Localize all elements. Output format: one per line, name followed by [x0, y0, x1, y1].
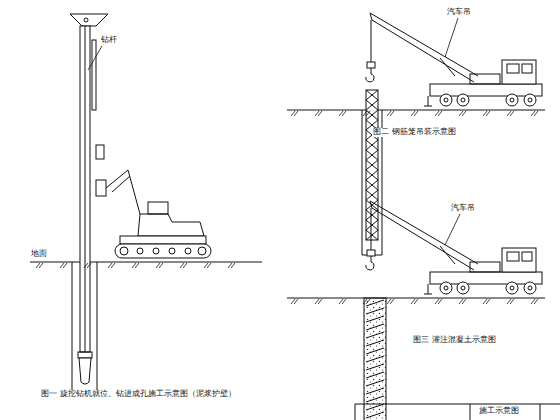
hatch-stroke	[318, 111, 322, 116]
part-label: 汽车吊	[450, 204, 476, 213]
hatch-stroke	[366, 380, 384, 386]
hatch-stroke	[366, 110, 378, 120]
hatch-stroke	[438, 299, 442, 304]
hatch-stroke	[366, 356, 384, 362]
hatch-stroke	[366, 230, 378, 240]
hatch-stroke	[366, 180, 378, 190]
hatch-stroke	[366, 90, 378, 100]
hatch-stroke	[63, 263, 67, 268]
part-label: 施工示意图	[478, 407, 520, 416]
hatch-stroke	[534, 111, 538, 116]
hatch-stroke	[294, 111, 298, 116]
hatch-stroke	[159, 263, 163, 268]
hatch-stroke	[366, 316, 384, 322]
hatch-stroke	[366, 300, 384, 306]
hatch-stroke	[462, 299, 466, 304]
hatch-stroke	[366, 412, 384, 418]
hatch-stroke	[486, 111, 490, 116]
hatch-stroke	[366, 100, 378, 110]
hatch-stroke	[366, 348, 384, 354]
hatch-stroke	[366, 372, 384, 378]
hatch-stroke	[318, 299, 322, 304]
hatch-stroke	[510, 111, 514, 116]
hatch-stroke	[39, 263, 43, 268]
hatch-stroke	[366, 388, 384, 394]
hatch-stroke	[366, 170, 378, 180]
hatch-stroke	[390, 299, 394, 304]
hatch-stroke	[366, 100, 378, 110]
hatch-stroke	[342, 299, 346, 304]
hatch-stroke	[207, 263, 211, 268]
hatch-stroke	[366, 110, 378, 120]
hatch-stroke	[390, 111, 394, 116]
hatch-stroke	[135, 263, 139, 268]
hatch-stroke	[366, 90, 378, 100]
hatch-stroke	[366, 170, 378, 180]
figure-caption: 图三 灌注混凝土示意图	[412, 336, 497, 345]
hatch-stroke	[462, 111, 466, 116]
hatch-stroke	[366, 210, 378, 220]
hatch-stroke	[510, 299, 514, 304]
hatch-stroke	[414, 299, 418, 304]
hatch-stroke	[366, 150, 378, 160]
hatch-stroke	[366, 190, 378, 200]
hatch-stroke	[366, 160, 378, 170]
hatch-stroke	[414, 111, 418, 116]
hatch-stroke	[366, 324, 384, 330]
hatch-stroke	[366, 111, 370, 116]
hatch-stroke	[366, 308, 384, 314]
hatch-stroke	[366, 404, 384, 410]
hatch-stroke	[366, 396, 384, 402]
hatch-stroke	[183, 263, 187, 268]
hatch-stroke	[366, 340, 384, 346]
hatch-stroke	[294, 299, 298, 304]
part-label: 地面	[30, 250, 48, 259]
hatch-stroke	[366, 210, 378, 220]
hatch-stroke	[486, 299, 490, 304]
hatch-stroke	[87, 263, 91, 268]
hatch-stroke	[366, 160, 378, 170]
figure-caption: 图一 旋挖钻机就位、钻进成孔施工示意图（泥浆护壁）	[40, 390, 237, 399]
hatch-stroke	[366, 332, 384, 338]
hatch-stroke	[438, 111, 442, 116]
hatch-stroke	[231, 263, 235, 268]
figure-caption: 图二 钢筋笼吊装示意图	[372, 128, 457, 137]
hatch-stroke	[366, 299, 370, 304]
hatch-stroke	[366, 150, 378, 160]
hatch-stroke	[534, 299, 538, 304]
hatch-stroke	[366, 180, 378, 190]
hatch-stroke	[366, 140, 378, 150]
part-label: 汽车吊	[446, 8, 472, 17]
hatch-stroke	[366, 230, 378, 240]
hatch-stroke	[111, 263, 115, 268]
hatch-stroke	[366, 190, 378, 200]
hatch-stroke	[366, 220, 378, 230]
hatch-stroke	[366, 220, 378, 230]
hatch-stroke	[366, 140, 378, 150]
hatch-stroke	[366, 364, 384, 370]
part-label: 钻杆	[100, 36, 118, 45]
hatch-stroke	[342, 111, 346, 116]
